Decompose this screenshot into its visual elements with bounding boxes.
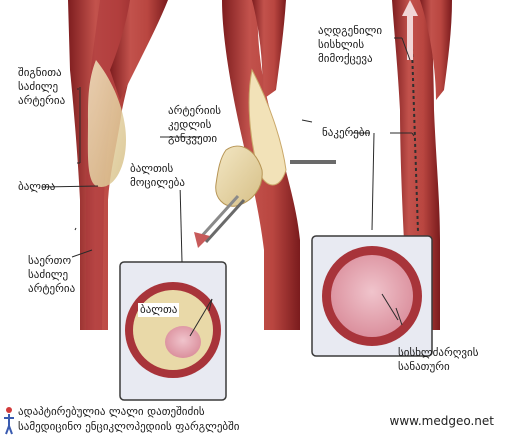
label-arterial-wall-cut: არტერიის კედლის განკვეთი	[168, 104, 222, 145]
plaque-left	[87, 60, 126, 187]
leader-lines-main	[71, 37, 415, 337]
label-stitches: ნაკერები	[322, 126, 371, 139]
forceps	[194, 194, 246, 248]
inset-lumen	[311, 235, 433, 357]
footer-url-link[interactable]: www.medgeo.net	[389, 414, 494, 428]
footer-line-2: სამედიცინო ენციკლოპედიის ფარგლებში	[18, 420, 240, 433]
label-plaque-removal: ბალთის მოცილება	[128, 162, 187, 190]
label-internal-carotid: შიგნითა საძილე არტერია	[18, 66, 66, 107]
removed-plaque	[215, 145, 263, 207]
blood-flow-arrow	[402, 0, 418, 60]
footer-attribution: ადაპტირებულია ლალი დათეშიძის სამედიცინო …	[18, 404, 240, 434]
stitches	[411, 47, 419, 233]
footer-line-1: ადაპტირებულია ლალი დათეშიძის	[18, 405, 205, 418]
medgeo-logo-icon	[4, 407, 14, 435]
label-plaque-inset: ბალთა	[138, 303, 180, 317]
label-plaque-left: ბალთა	[18, 180, 56, 193]
inset-plaque	[119, 261, 227, 401]
label-common-carotid: საერთო საძილე არტერია	[28, 254, 76, 295]
arterial-wall-opening	[248, 68, 287, 186]
label-vessel-lumen: სისხლძარღვის სანათური	[398, 346, 479, 373]
leader-lines	[41, 37, 412, 326]
label-restored-blood-flow: აღდგენილი სისხლის მიმოქცევა	[318, 24, 383, 65]
